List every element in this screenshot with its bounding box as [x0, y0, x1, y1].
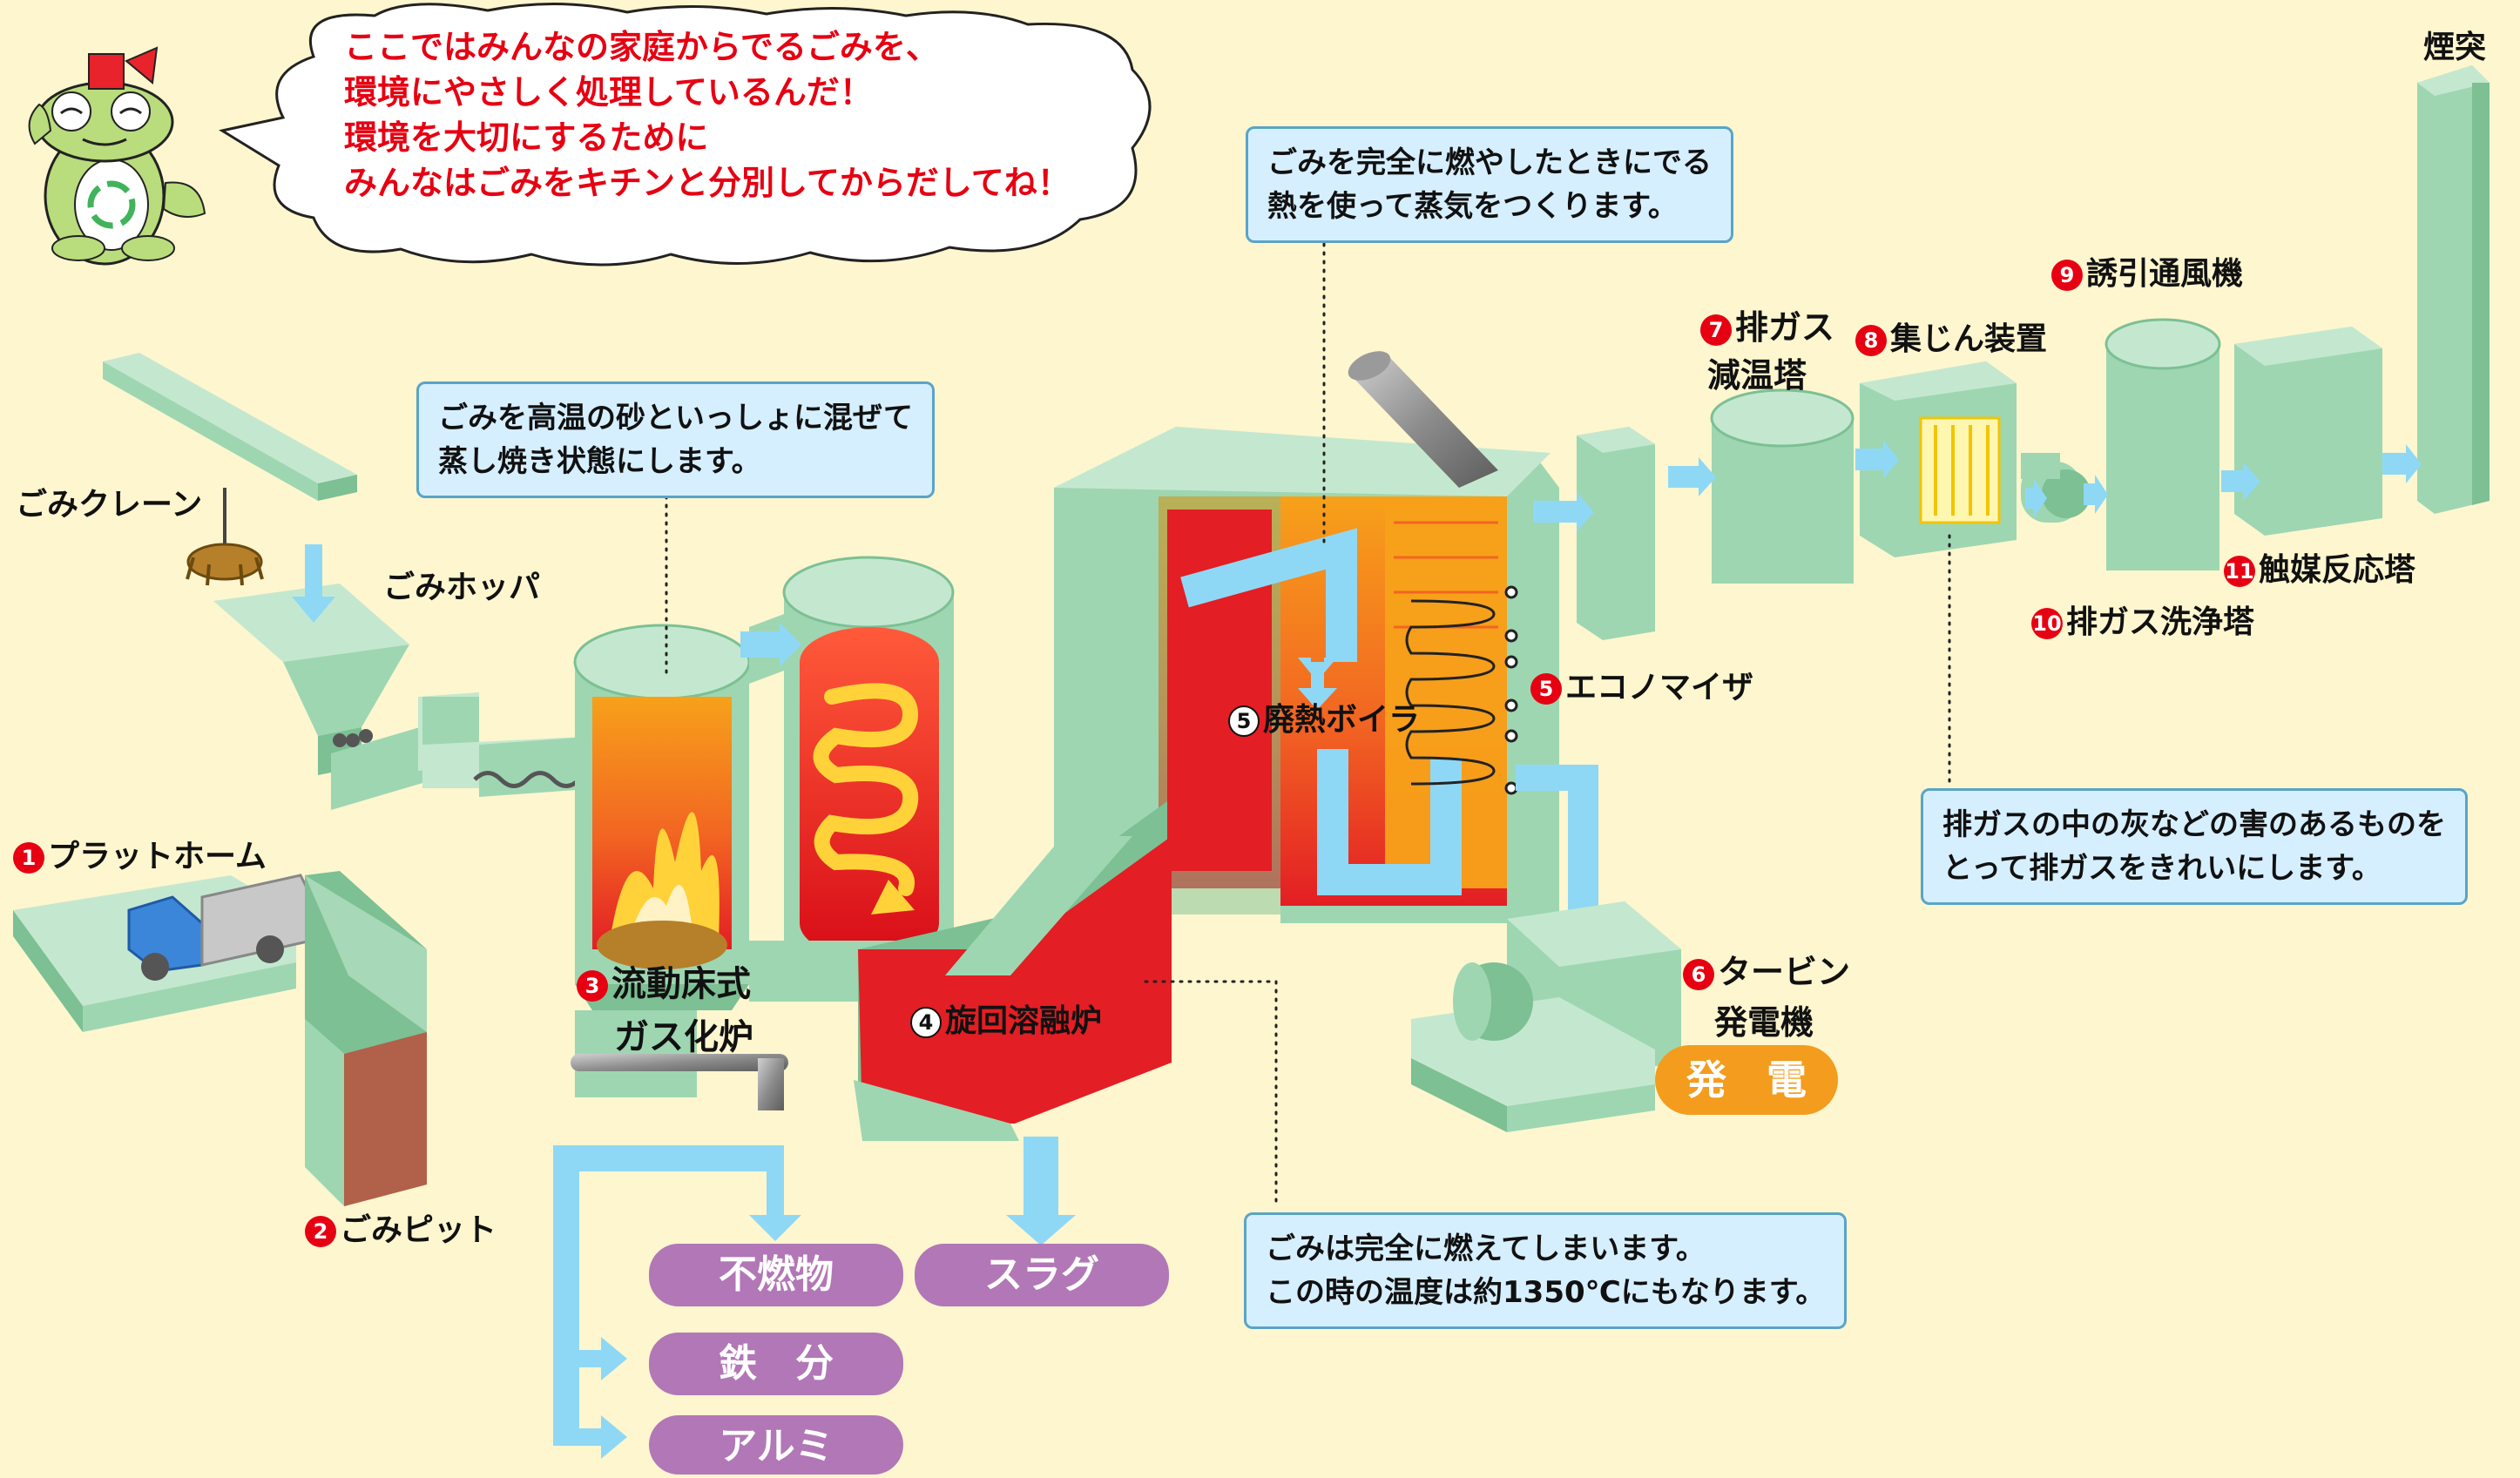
label-text: タービン — [1718, 953, 1851, 991]
platform — [13, 874, 334, 1032]
output-iron: 鉄 分 — [649, 1333, 903, 1395]
label-text: エコノマイザ — [1565, 670, 1754, 705]
note-line: この時の温度は約1350℃にもなります。 — [1266, 1275, 1826, 1310]
label-text: 集じん装置 — [1890, 321, 2048, 357]
label-text: 誘引通風機 — [2086, 256, 2244, 292]
note-line: 排ガスの中の灰などの害のあるものを — [1942, 807, 2446, 842]
note-line: とって排ガスをきれいにします。 — [1942, 851, 2382, 886]
number-badge: 8 — [1855, 325, 1887, 356]
label-turbine-line2: 発電機 — [1714, 1003, 1814, 1042]
economizer-coils — [1405, 585, 1518, 795]
note-line: ごみは完全に燃えてしまいます。 — [1266, 1232, 1706, 1266]
note-sand: ごみを高温の砂といっしょに混ぜて 蒸し焼き状態にします。 — [416, 381, 936, 498]
label-hopper: ごみホッパ — [383, 570, 541, 605]
note-melt: ごみは完全に燃えてしまいます。 この時の温度は約1350℃にもなります。 — [1244, 1212, 1848, 1329]
number-badge: 9 — [2051, 260, 2083, 291]
label-text: 流動床式 — [611, 964, 751, 1004]
hopper — [213, 584, 607, 810]
dust-collector — [1860, 361, 2017, 557]
frog-mascot — [28, 46, 206, 266]
speech-line: ここではみんなの家庭からでるごみを、 — [344, 28, 939, 66]
speech-line: 環境にやさしく処理しているんだ！ — [344, 73, 873, 111]
label-text: 排ガス洗浄塔 — [2066, 604, 2255, 640]
output-incombustible: 不燃物 — [649, 1244, 903, 1306]
speech-bubble — [219, 2, 1152, 267]
gasifier — [571, 614, 788, 1110]
number-badge: 5 — [1530, 673, 1562, 705]
label-text: ごみピット — [340, 1212, 497, 1248]
turbine-generator — [1411, 901, 1681, 1132]
cooling-tower — [1577, 388, 1855, 640]
number-badge: 1 — [13, 842, 44, 874]
number-badge: 2 — [305, 1216, 336, 1247]
output-aluminum: アルミ — [649, 1415, 903, 1475]
number-badge: 7 — [1700, 314, 1732, 346]
note-steam: ごみを完全に燃やしたときにでる 熱を使って蒸気をつくります。 — [1246, 126, 1733, 243]
label-crane: ごみクレーン — [16, 487, 203, 523]
label-text: 触媒反応塔 — [2259, 552, 2416, 588]
number-badge: 10 — [2031, 608, 2063, 639]
speech-line: 環境を大切にするために — [344, 118, 709, 157]
label-text: 旋回溶融炉 — [945, 1003, 1103, 1039]
note-line: ごみを高温の砂といっしょに混ぜて — [438, 401, 914, 435]
label-chimney: 煙突 — [2423, 30, 2487, 65]
speech-line: みんなはごみをキチンと分別してからだしてね！ — [344, 164, 1071, 202]
label-text: 排ガス — [1735, 308, 1835, 347]
crane-rail — [103, 353, 357, 586]
output-slag: スラグ — [915, 1244, 1169, 1306]
catalyst-tower — [2234, 327, 2382, 536]
number-badge: 4 — [910, 1007, 942, 1038]
flow-arrows — [292, 440, 2422, 710]
label-text: プラットホーム — [48, 839, 267, 874]
power-pill: 発 電 — [1662, 1048, 1831, 1112]
label-text: 廃熱ボイラ — [1263, 702, 1421, 738]
boiler-pipe — [1348, 351, 1498, 488]
number-badge: 3 — [577, 970, 608, 1002]
leader-lines — [665, 233, 1951, 1208]
output-pipes — [553, 1137, 1076, 1459]
note-clean: 排ガスの中の灰などの害のあるものを とって排ガスをきれいにします。 — [1921, 788, 2468, 905]
scrubber — [2105, 318, 2221, 570]
note-line: ごみを完全に燃やしたときにでる — [1267, 145, 1712, 180]
note-line: 熱を使って蒸気をつくります。 — [1267, 189, 1678, 224]
number-badge: 5 — [1228, 705, 1260, 737]
label-gasifier-line2: ガス化炉 — [614, 1017, 753, 1057]
speech-text: ここではみんなの家庭からでるごみを、 環境にやさしく処理しているんだ！ 環境を大… — [344, 24, 1071, 206]
label-cooler-line2: 減温塔 — [1707, 356, 1807, 395]
melting-furnace-boiler — [854, 427, 1559, 1141]
pit — [305, 871, 427, 1206]
note-line: 蒸し焼き状態にします。 — [438, 444, 761, 479]
number-badge: 6 — [1683, 958, 1714, 990]
chimney — [2417, 65, 2490, 514]
number-badge: 11 — [2224, 556, 2255, 587]
